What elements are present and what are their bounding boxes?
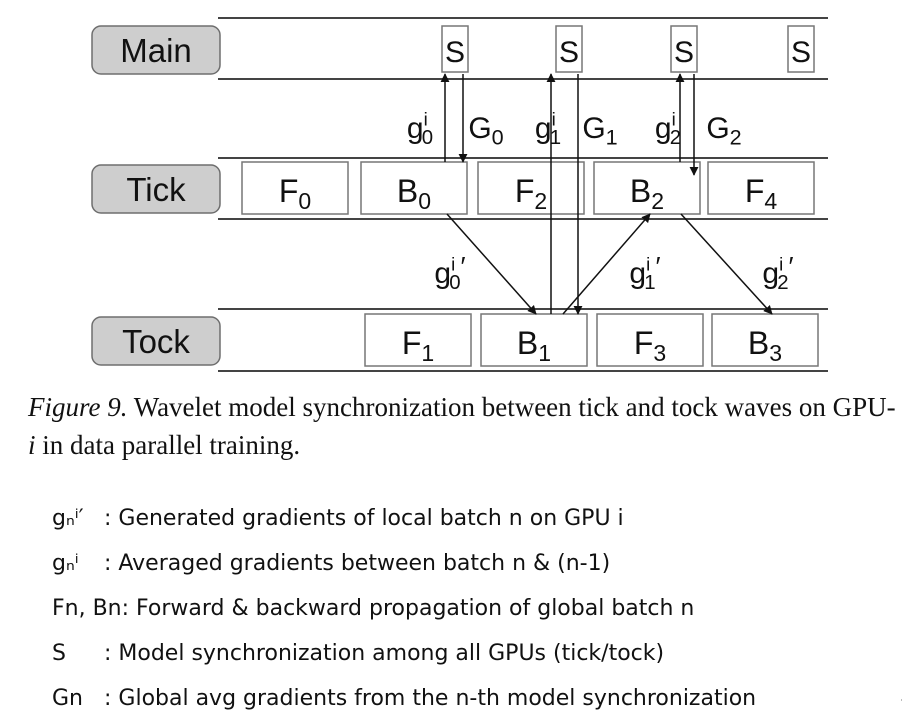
sync-arrows (440, 73, 699, 315)
tock-block-rect (480, 313, 588, 367)
tick-block-rect (707, 161, 815, 215)
tock-block-rect (596, 313, 704, 367)
tock-block-label-b1: B1 (517, 325, 551, 366)
tick-blocks: F0 B0 F2 B2 F4 (241, 161, 815, 215)
tick-block-rect (360, 161, 468, 215)
tick-block-rect (593, 161, 701, 215)
label-G2: G2 (706, 112, 741, 150)
lane-lines (218, 17, 828, 372)
tick-block-label-f4: F4 (745, 173, 778, 214)
note-text: : Global avg gradients from the n-th mod… (104, 686, 757, 711)
note-item: gₙⁱ′ : Generated gradients of local batch… (52, 496, 756, 541)
tock-block-label-b3: B3 (748, 325, 782, 366)
tick-block-label-f0: F0 (279, 173, 311, 214)
lane-label-tock: Tock (91, 316, 221, 366)
lane-label-main: Main (91, 25, 221, 75)
tick-block-label-b0: B0 (397, 173, 431, 214)
tock-blocks: F1 B1 F3 B3 (364, 313, 819, 367)
note-symbol: gₙⁱ′ (52, 506, 84, 531)
note-item: Fn, Bn: Forward & backward propagation o… (52, 586, 756, 631)
note-text: : Model synchronization among all GPUs (… (104, 641, 665, 666)
figure-label: Figure 9. (28, 392, 128, 422)
trailing-mark: . (900, 686, 902, 705)
sync-label: S (674, 36, 694, 69)
caption-text: Wavelet model synchronization between ti… (127, 392, 896, 422)
note-text: : Generated gradients of local batch n o… (104, 506, 624, 531)
sync-box: S (670, 25, 698, 73)
lane-main-text: Main (120, 32, 192, 69)
label-G1: G1 (582, 112, 617, 150)
note-symbol: Fn, Bn (52, 596, 122, 621)
arrow-b2-to-b3 (680, 213, 773, 315)
tick-block-label-f2: F2 (515, 173, 547, 214)
sync-box: S (555, 25, 583, 73)
note-item: Gn : Global avg gradients from the n-th m… (52, 676, 756, 721)
caption-var: i (28, 430, 36, 460)
sync-boxes: S S S S (441, 25, 815, 73)
note-symbol: Gn (52, 686, 83, 711)
note-item: S : Model synchronization among all GPUs … (52, 631, 756, 676)
tock-block-rect (364, 313, 472, 367)
tick-block-rect (241, 161, 349, 215)
note-item: gₙⁱ : Averaged gradients between batch n … (52, 541, 756, 586)
note-text: : Forward & backward propagation of glob… (121, 596, 695, 621)
tock-block-label-f3: F3 (634, 325, 666, 366)
tick-block-rect (477, 161, 585, 215)
sync-box: S (441, 25, 469, 73)
figure-caption: Figure 9. Wavelet model synchronization … (28, 388, 898, 464)
note-text: : Averaged gradients between batch n & (… (104, 551, 611, 576)
lane-tick-text: Tick (126, 171, 186, 208)
wavelet-diagram: Main Tick Tock S S S S F0 (91, 17, 828, 372)
tock-block-label-f1: F1 (402, 325, 434, 366)
sync-box: S (787, 25, 815, 73)
sync-label: S (559, 36, 579, 69)
tick-block-label-b2: B2 (630, 173, 664, 214)
caption-tail: in data parallel training. (35, 430, 301, 460)
legend-notes: gₙⁱ′ : Generated gradients of local batch… (52, 496, 902, 721)
note-symbol: S (52, 641, 66, 666)
arrow-b0-to-b1 (446, 213, 537, 315)
label-G0: G0 (468, 112, 503, 150)
sync-label: S (445, 36, 465, 69)
note-symbol: gₙⁱ (52, 551, 79, 576)
lane-tock-text: Tock (122, 323, 190, 360)
sync-label: S (791, 36, 811, 69)
cross-arrows (446, 213, 773, 315)
arrow-b1-to-b2 (562, 213, 651, 315)
lane-label-tick: Tick (91, 164, 221, 214)
